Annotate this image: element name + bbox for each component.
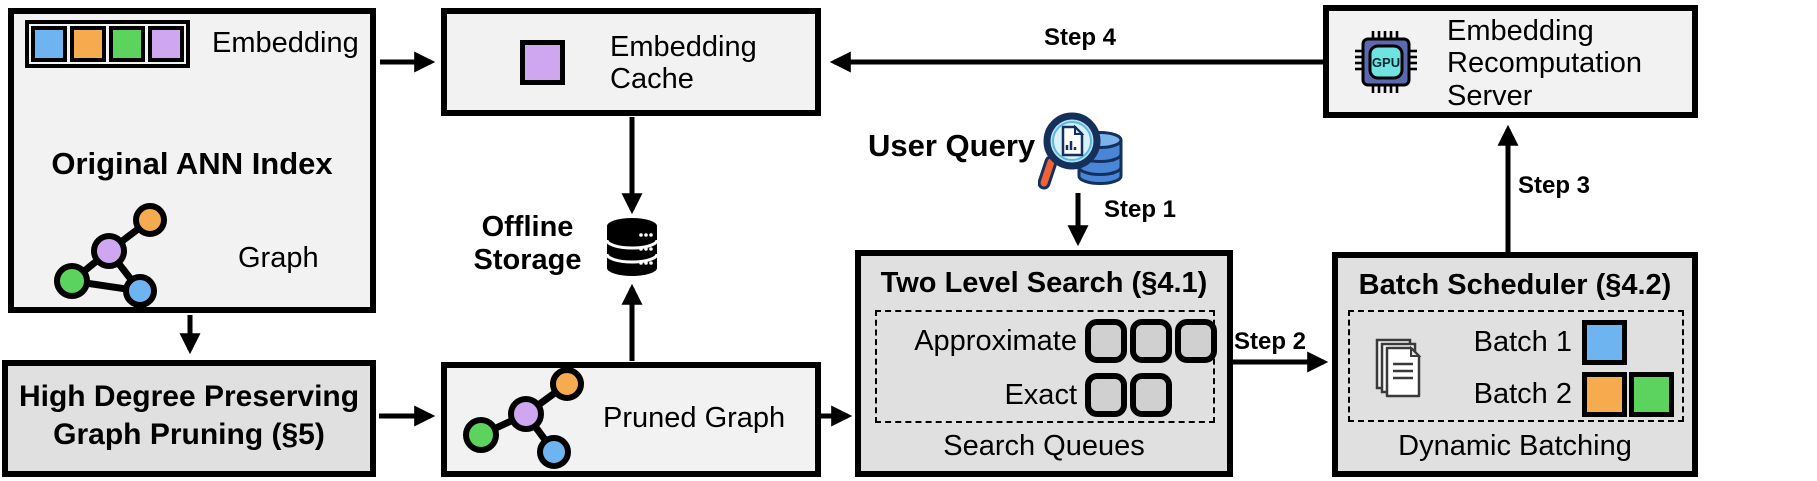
embedding-cell-green (109, 26, 145, 62)
recomputation-server-box: GPU Embedding Recomputation Server (1323, 5, 1698, 118)
step3-label: Step 3 (1518, 172, 1591, 199)
queue-slot (1085, 319, 1127, 363)
queue-slot (1175, 319, 1217, 363)
embedding-cell-blue (31, 26, 67, 62)
embedding-cell-purple (148, 26, 184, 62)
batch2-square-green (1629, 371, 1674, 417)
offline-storage-line2: Storage (473, 244, 582, 277)
batch2-label: Batch 2 (1473, 377, 1572, 410)
pruned-graph-box: Pruned Graph (441, 362, 821, 477)
batch-scheduler-title: Batch Scheduler (§4.2) (1358, 269, 1672, 301)
database-icon (605, 218, 659, 276)
exact-queues (1085, 373, 1172, 417)
approximate-label: Approximate (914, 324, 1077, 357)
embedding-cache-title-line1: Embedding (610, 31, 757, 63)
batch2-squares (1582, 371, 1674, 417)
cached-embedding-square (520, 40, 565, 85)
batch1-label: Batch 1 (1473, 325, 1572, 358)
offline-storage-line1: Offline (481, 211, 574, 243)
recompute-server-line1: Embedding (1447, 15, 1594, 47)
embedding-label: Embedding (212, 27, 359, 59)
search-queues-footer: Search Queues (943, 430, 1145, 462)
batch-scheduler-box: Batch Scheduler (§4.2) Batch 1 (1332, 252, 1698, 477)
pruned-graph-icon (463, 368, 584, 469)
original-ann-index-box: Embedding Original ANN Index Graph (8, 8, 376, 313)
graph-pruning-title-line1: High Degree Preserving (18, 380, 360, 413)
graph-label: Graph (238, 242, 319, 274)
dynamic-batching-footer: Dynamic Batching (1398, 430, 1632, 462)
batch1-square-blue (1582, 319, 1627, 365)
embedding-cache-title-line2: Cache (610, 63, 694, 96)
gpu-icon: GPU (1355, 31, 1417, 93)
original-ann-index-title: Original ANN Index (51, 146, 333, 181)
search-queues-panel: Approximate Exact (875, 310, 1217, 423)
queue-slot (1085, 373, 1127, 417)
offline-storage-label: Offline Storage (455, 211, 600, 278)
exact-label: Exact (1004, 378, 1077, 411)
queue-slot (1130, 373, 1172, 417)
approximate-queues (1085, 319, 1217, 363)
graph-pruning-title-line2: Graph Pruning (§5) (53, 417, 325, 451)
batch1-squares (1582, 319, 1627, 365)
graph-icon (54, 203, 167, 307)
recompute-server-line3: Server (1447, 79, 1533, 112)
pruned-graph-label: Pruned Graph (603, 402, 786, 434)
documents-icon (1375, 338, 1422, 398)
gpu-chip-label: GPU (1372, 55, 1400, 70)
query-search-icon (1038, 112, 1123, 190)
recompute-server-line2: Recomputation (1447, 47, 1643, 80)
batch2-square-orange (1582, 371, 1627, 417)
dynamic-batching-panel: Batch 1 Batch 2 (1348, 310, 1684, 422)
graph-pruning-box: High Degree Preserving Graph Pruning (§5… (2, 360, 376, 477)
two-level-search-title: Two Level Search (§4.1) (880, 267, 1208, 299)
step4-label: Step 4 (1043, 24, 1117, 51)
embedding-cache-box: Embedding Cache (441, 8, 821, 116)
queue-slot (1130, 319, 1172, 363)
embedding-cell-orange (70, 26, 106, 62)
user-query-label: User Query (868, 128, 1036, 163)
two-level-search-box: Two Level Search (§4.1) Approximate Exac… (855, 250, 1233, 477)
step1-label: Step 1 (1104, 196, 1177, 223)
embedding-vector-icon (25, 20, 190, 68)
step2-label: Step 2 (1234, 328, 1307, 355)
